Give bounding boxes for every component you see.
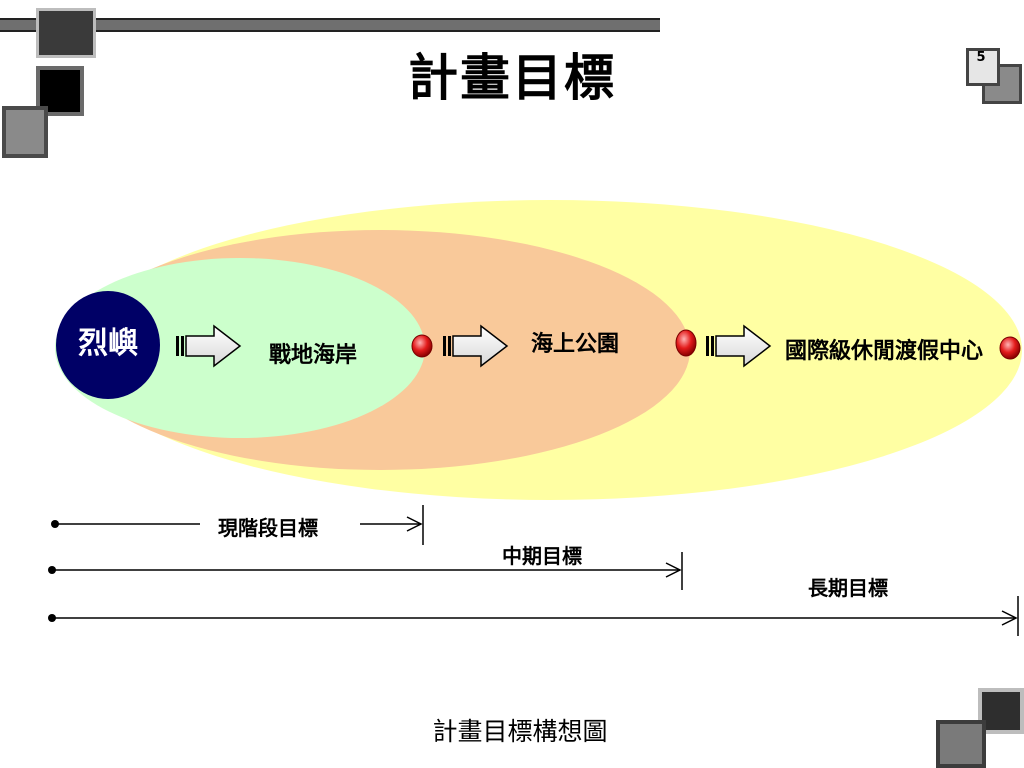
figure-caption: 計畫目標構想圖 (432, 717, 608, 746)
timeline-label-short: 現階段目標 (218, 516, 318, 540)
stage-label-park: 海上公園 (530, 332, 619, 357)
arrow-icon (443, 324, 509, 368)
start-label: 烈嶼 (78, 326, 138, 361)
timeline-mid (48, 552, 683, 590)
page-number: 5 (976, 50, 986, 65)
arrow-icon (706, 324, 772, 368)
timeline-short (51, 505, 424, 545)
inner-ellipse (55, 258, 425, 438)
stage-label-resort: 國際級休閒渡假中心 (784, 339, 983, 364)
milestone-node (675, 329, 697, 357)
milestone-node (411, 334, 433, 358)
timeline-label-long: 長期目標 (808, 576, 888, 600)
milestone-node (999, 336, 1021, 360)
timeline-label-mid: 中期目標 (502, 544, 582, 568)
stage-label-coast: 戰地海岸 (268, 343, 357, 368)
page-title: 計畫目標 (408, 49, 616, 107)
start-circle (56, 291, 160, 399)
timeline-long (48, 596, 1019, 636)
arrow-icon (176, 324, 242, 368)
